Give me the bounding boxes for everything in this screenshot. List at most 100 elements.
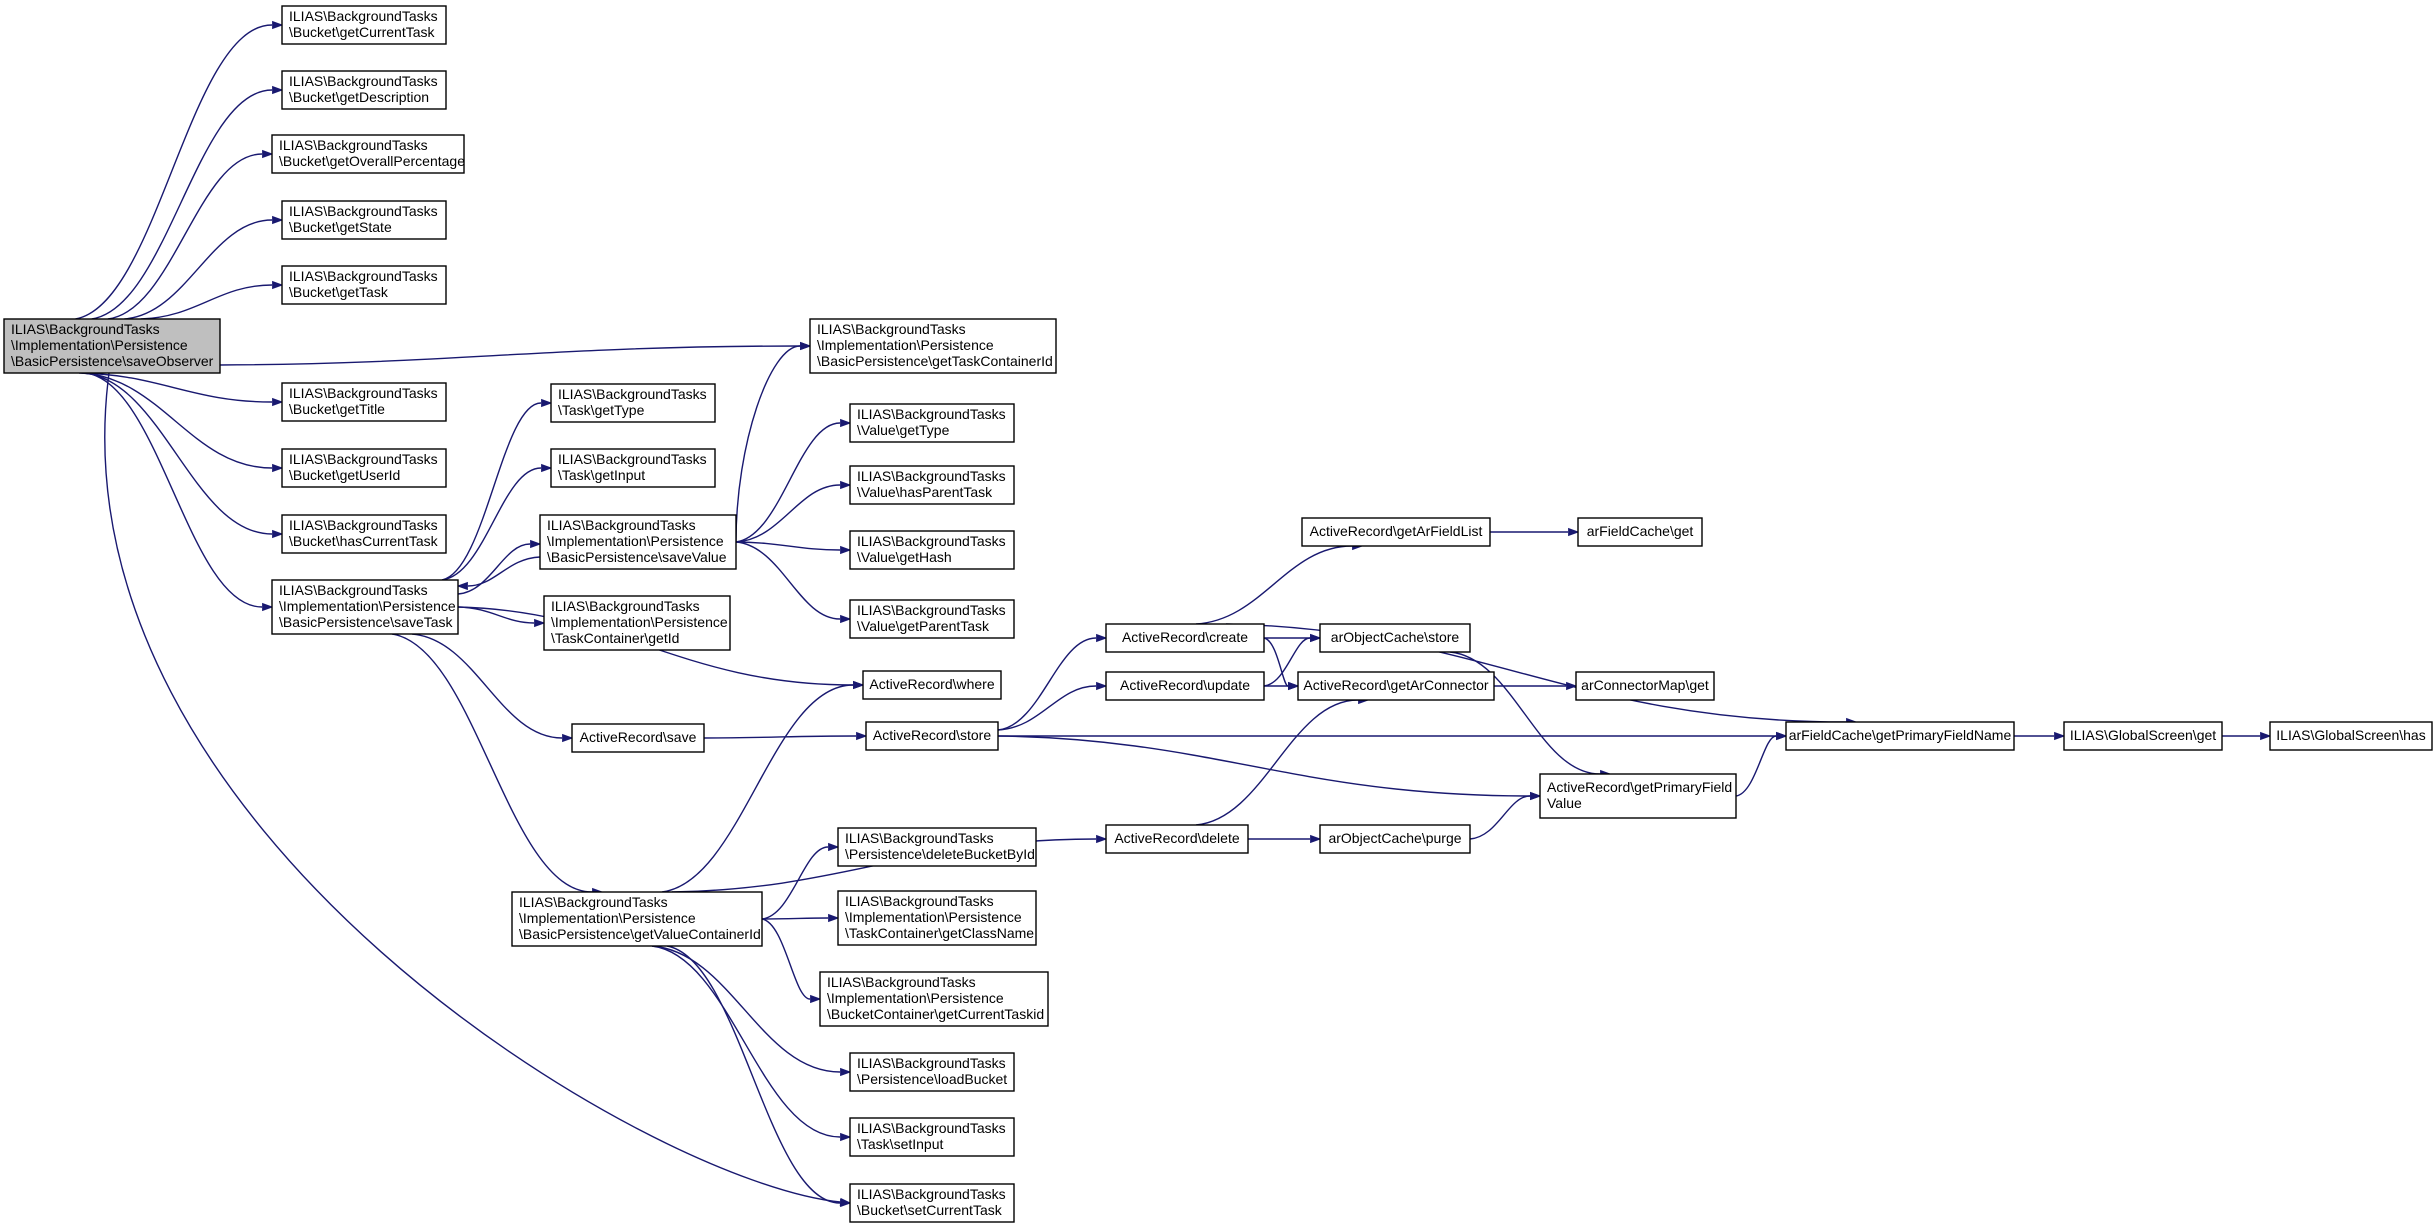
edge-get-value-container-id-to-get-class-name [761,913,840,923]
node-ar-get-ar-field-list[interactable]: ActiveRecord\getArFieldList [1301,517,1491,547]
node-label-line: ILIAS\BackgroundTasks [558,386,707,402]
node-get-current-taskid[interactable]: ILIAS\BackgroundTasks\Implementation\Per… [819,971,1049,1027]
node-delete-bucket-by-id[interactable]: ILIAS\BackgroundTasks\Persistence\delete… [837,827,1037,867]
node-value-get-type[interactable]: ILIAS\BackgroundTasks\Value\getType [849,403,1015,443]
node-ar-object-cache-purge[interactable]: arObjectCache\purge [1319,824,1471,854]
node-get-user-id[interactable]: ILIAS\BackgroundTasks\Bucket\getUserId [281,448,447,488]
node-load-bucket[interactable]: ILIAS\BackgroundTasks\Persistence\loadBu… [849,1052,1015,1092]
edge-line [661,684,854,893]
edge-get-value-container-id-to-set-input [651,945,852,1142]
node-label-line: ActiveRecord\create [1122,629,1248,645]
node-get-state[interactable]: ILIAS\BackgroundTasks\Bucket\getState [281,200,447,240]
node-global-screen-has[interactable]: ILIAS\GlobalScreen\has [2269,721,2433,751]
edge-line [1449,651,1601,775]
edge-line [86,372,263,608]
arrowhead [1530,791,1542,801]
node-task-get-type[interactable]: ILIAS\BackgroundTasks\Task\getType [550,383,716,423]
arrowhead [840,418,852,428]
edge-line [441,467,542,581]
edge-ar-store-to-ar-create [997,633,1108,731]
edge-ar-create-to-ar-get-ar-field-list [1195,541,1364,625]
edge-line [467,556,541,587]
node-ar-create[interactable]: ActiveRecord\create [1105,623,1265,653]
node-label-line: ILIAS\BackgroundTasks [857,1120,1006,1136]
node-get-current-task[interactable]: ILIAS\BackgroundTasks\Bucket\getCurrentT… [281,5,447,45]
node-value-has-parent-task[interactable]: ILIAS\BackgroundTasks\Value\hasParentTas… [849,465,1015,505]
node-ar-field-cache-get-primary-field-name[interactable]: arFieldCache\getPrimaryFieldName [1785,721,2015,751]
node-ar-delete[interactable]: ActiveRecord\delete [1105,824,1249,854]
node-get-task[interactable]: ILIAS\BackgroundTasks\Bucket\getTask [281,265,447,305]
node-label-line: ILIAS\BackgroundTasks [289,385,438,401]
node-box [571,723,705,753]
arrowhead [272,20,284,30]
node-ar-where[interactable]: ActiveRecord\where [862,670,1002,700]
node-ar-field-cache-get[interactable]: arFieldCache\get [1577,517,1703,547]
node-get-value-container-id[interactable]: ILIAS\BackgroundTasks\Implementation\Per… [511,891,763,947]
edge-save-observer-to-save-task [86,372,274,612]
node-set-input[interactable]: ILIAS\BackgroundTasks\Task\setInput [849,1117,1015,1157]
edge-line [140,284,273,320]
node-task-container-get-id[interactable]: ILIAS\BackgroundTasks\Implementation\Per… [543,595,731,651]
node-box [849,1117,1015,1157]
node-get-class-name[interactable]: ILIAS\BackgroundTasks\Implementation\Per… [837,890,1037,946]
edge-save-task-to-get-value-container-id [391,633,604,897]
node-label-line: \Implementation\Persistence [519,910,696,926]
arrowhead [840,1198,852,1208]
arrowhead [456,581,468,591]
arrowhead [262,602,274,612]
node-label-line: \BasicPersistence\saveObserver [11,353,214,369]
node-label-line: ILIAS\BackgroundTasks [519,894,668,910]
node-save-observer[interactable]: ILIAS\BackgroundTasks\Implementation\Per… [3,318,221,374]
node-box [849,530,1015,570]
node-ar-object-cache-store[interactable]: arObjectCache\store [1319,623,1471,653]
edge-save-observer-to-get-overall-percentage [107,149,274,320]
node-ar-get-ar-connector[interactable]: ActiveRecord\getArConnector [1297,671,1495,701]
edge-line [457,543,531,595]
node-label-line: arFieldCache\get [1587,523,1694,539]
edge-get-value-container-id-to-delete-bucket-by-id [761,842,840,920]
node-get-title[interactable]: ILIAS\BackgroundTasks\Bucket\getTitle [281,382,447,422]
node-ar-save[interactable]: ActiveRecord\save [571,723,705,753]
edge-line [79,372,273,403]
node-get-overall-percentage[interactable]: ILIAS\BackgroundTasks\Bucket\getOverallP… [271,134,465,174]
arrowhead [1776,731,1788,741]
node-box [281,514,447,554]
node-label-line: ILIAS\BackgroundTasks [289,203,438,219]
node-box [1105,824,1249,854]
node-has-current-task[interactable]: ILIAS\BackgroundTasks\Bucket\hasCurrentT… [281,514,447,554]
edge-line [1735,735,1777,797]
arrowhead [828,842,840,852]
node-set-current-task[interactable]: ILIAS\BackgroundTasks\Bucket\setCurrentT… [849,1183,1015,1223]
node-task-get-input[interactable]: ILIAS\BackgroundTasks\Task\getInput [550,448,716,488]
node-label-line: ILIAS\GlobalScreen\get [2070,727,2216,743]
arrowhead [810,994,822,1004]
node-label-line: arObjectCache\purge [1328,830,1461,846]
node-label-line: ActiveRecord\save [580,729,697,745]
node-ar-store[interactable]: ActiveRecord\store [865,721,999,751]
edge-line [75,24,273,320]
node-global-screen-get[interactable]: ILIAS\GlobalScreen\get [2063,721,2223,751]
node-save-value[interactable]: ILIAS\BackgroundTasks\Implementation\Per… [539,514,737,570]
node-ar-update[interactable]: ActiveRecord\update [1105,671,1265,701]
edge-save-observer-to-get-title [79,372,284,407]
node-box [849,465,1015,505]
edge-save-observer-to-get-user-id [81,372,284,473]
node-box [1785,721,2015,751]
call-edges [75,20,2272,1208]
edge-line [703,735,857,739]
node-box [837,890,1037,946]
node-ar-connector-map-get[interactable]: arConnectorMap\get [1575,671,1715,701]
node-box [1319,824,1471,854]
node-label-line: \BucketContainer\getCurrentTaskid [827,1006,1044,1022]
node-get-task-container-id[interactable]: ILIAS\BackgroundTasks\Implementation\Per… [809,318,1057,374]
node-value-get-hash[interactable]: ILIAS\BackgroundTasks\Value\getHash [849,530,1015,570]
node-save-task[interactable]: ILIAS\BackgroundTasks\Implementation\Per… [271,579,459,635]
edge-ar-delete-to-ar-object-cache-purge [1248,834,1322,844]
arrowhead [541,463,553,473]
edge-ar-object-cache-purge-to-ar-get-primary-field-value [1469,791,1542,840]
arrowhead [840,545,852,555]
node-value-get-parent-task[interactable]: ILIAS\BackgroundTasks\Value\getParentTas… [849,599,1015,639]
edge-save-value-to-value-get-parent-task [735,541,852,624]
node-get-description[interactable]: ILIAS\BackgroundTasks\Bucket\getDescript… [281,70,447,110]
